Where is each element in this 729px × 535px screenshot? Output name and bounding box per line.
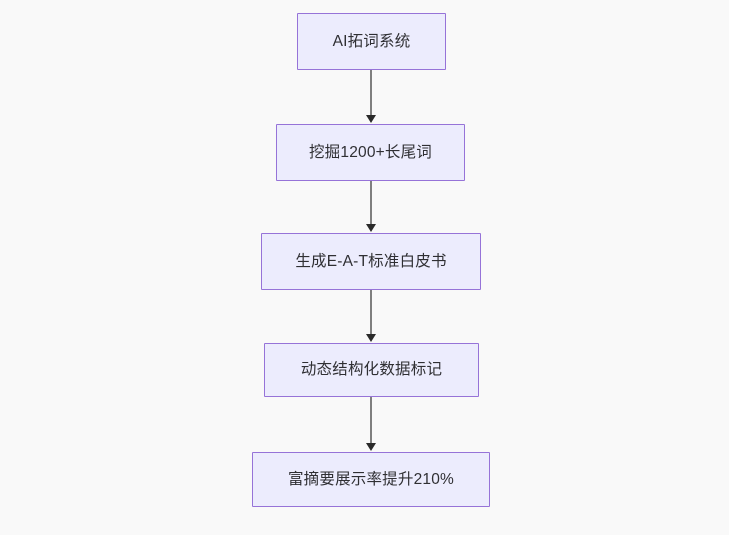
flowchart-edge-3-line [370,397,372,444]
flowchart-node-3[interactable]: 动态结构化数据标记 [264,343,479,397]
flowchart-edge-2-line [370,290,372,336]
flowchart-edge-2-arrowhead-icon [366,334,376,342]
flowchart-edge-0-line [370,70,372,117]
flowchart-node-0-label: AI拓词系统 [332,32,411,50]
flowchart-edge-1-arrowhead-icon [366,224,376,232]
flowchart-node-2-label: 生成E-A-T标准白皮书 [295,252,447,270]
flowchart-node-4-label: 富摘要展示率提升210% [287,470,455,488]
flowchart-node-1[interactable]: 挖掘1200+长尾词 [276,124,465,181]
flowchart-node-4[interactable]: 富摘要展示率提升210% [252,452,490,507]
flowchart-node-3-label: 动态结构化数据标记 [300,361,443,379]
flowchart-edge-0-arrowhead-icon [366,115,376,123]
flowchart-node-1-label: 挖掘1200+长尾词 [308,143,433,161]
flowchart-node-0[interactable]: AI拓词系统 [297,13,446,70]
flowchart-node-2[interactable]: 生成E-A-T标准白皮书 [261,233,481,290]
flowchart-edge-3-arrowhead-icon [366,443,376,451]
flowchart-edge-1-line [370,181,372,226]
